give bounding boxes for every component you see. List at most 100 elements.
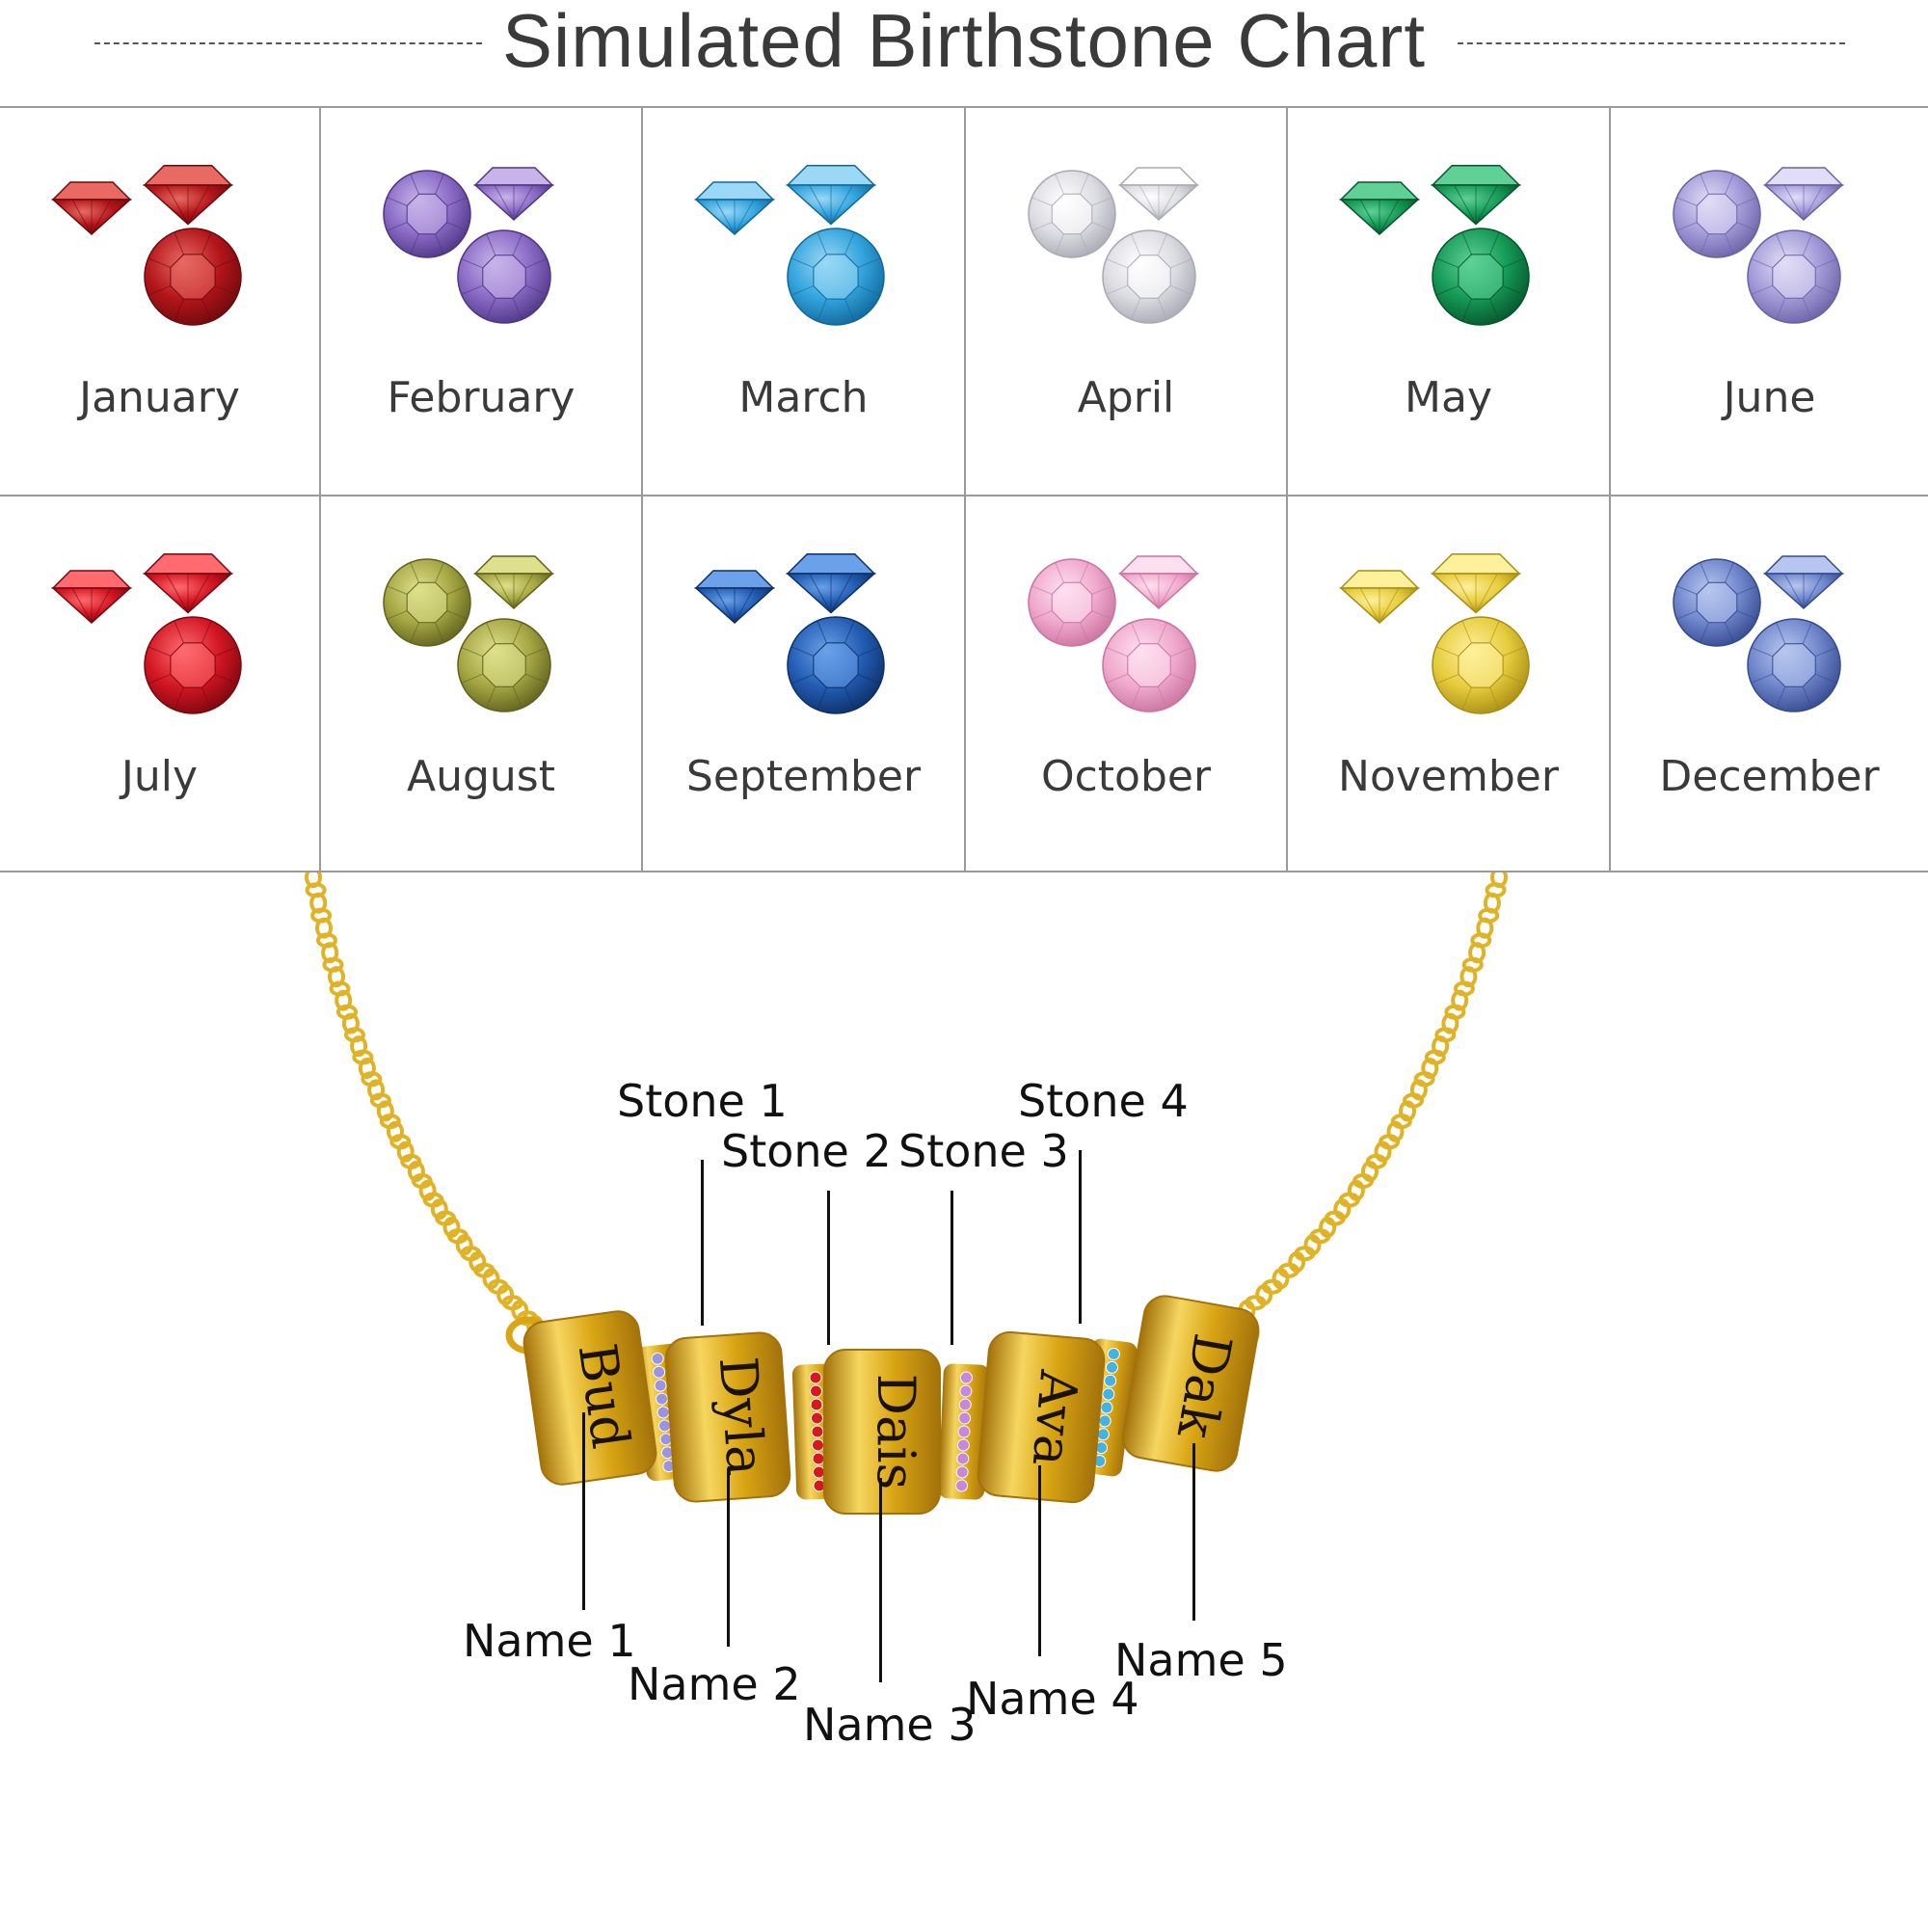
- header-dash-left: [94, 42, 482, 44]
- month-label: June: [1723, 373, 1816, 422]
- gem-1: [1028, 170, 1116, 258]
- birthstones-june: [1673, 167, 1844, 324]
- gem-1: [383, 170, 471, 258]
- month-cell-january: January: [0, 108, 321, 496]
- birthstones-january: [51, 165, 242, 326]
- month-label: April: [1077, 373, 1175, 422]
- chart-title: Simulated Birthstone Chart: [501, 0, 1427, 83]
- gem-3: [144, 616, 242, 714]
- month-cell-december: December: [1611, 496, 1928, 872]
- callout-name-3: Name 3: [803, 1699, 977, 1751]
- gem-1: [1673, 558, 1761, 647]
- gem-2: [143, 553, 233, 614]
- leader-name-1: [582, 1412, 585, 1610]
- month-cell-march: March: [643, 108, 966, 496]
- gem-1: [1673, 170, 1761, 258]
- gem-2: [1763, 555, 1844, 610]
- callout-stone-1: Stone 1: [617, 1075, 788, 1127]
- leader-stone-4: [1079, 1150, 1082, 1324]
- month-label: May: [1405, 373, 1492, 422]
- birthstones-october: [1028, 555, 1199, 712]
- birthstones-september: [694, 553, 885, 714]
- leader-name-4: [1038, 1465, 1041, 1656]
- gem-1: [694, 570, 775, 625]
- callout-stone-2: Stone 2: [721, 1125, 892, 1177]
- month-cell-may: May: [1288, 108, 1611, 496]
- name-charm-2: Dyla: [664, 1331, 791, 1503]
- gem-3: [787, 228, 885, 326]
- birthstones-april: [1028, 167, 1199, 324]
- callout-name-4: Name 4: [966, 1673, 1139, 1725]
- gem-1: [1339, 181, 1420, 236]
- callout-stone-4: Stone 4: [1018, 1075, 1189, 1127]
- charm-engraving: Dais: [866, 1374, 926, 1489]
- name-charm-4: Ava: [977, 1330, 1106, 1504]
- gem-3: [457, 618, 551, 712]
- gem-2: [1118, 167, 1199, 222]
- gem-3: [1432, 616, 1530, 714]
- gem-2: [1431, 165, 1521, 226]
- month-label: August: [407, 752, 555, 801]
- month-label: October: [1040, 752, 1212, 801]
- gem-1: [694, 181, 775, 236]
- birthstones-march: [694, 165, 885, 326]
- chain-right: [1220, 867, 1508, 1336]
- gem-1: [51, 181, 132, 236]
- gem-1: [1028, 558, 1116, 647]
- month-label: July: [120, 752, 199, 801]
- gem-1: [383, 558, 471, 647]
- gem-3: [1102, 229, 1196, 324]
- gem-1: [51, 570, 132, 625]
- birthstones-february: [383, 167, 554, 324]
- callout-name-5: Name 5: [1114, 1634, 1288, 1686]
- chart-header: Simulated Birthstone Chart: [0, 0, 1928, 106]
- charm-engraving: Bud: [567, 1340, 642, 1453]
- month-label: November: [1338, 752, 1559, 801]
- charm-engraving: Ava: [1021, 1367, 1090, 1469]
- gem-3: [1747, 618, 1841, 712]
- callout-name-2: Name 2: [628, 1658, 801, 1710]
- month-cell-august: August: [321, 496, 643, 872]
- name-charm-3: Dais: [823, 1349, 941, 1515]
- gem-2: [1431, 553, 1521, 614]
- callout-stone-3: Stone 3: [898, 1125, 1069, 1177]
- birthstones-august: [383, 555, 554, 712]
- chain-left: [305, 867, 544, 1336]
- leader-stone-3: [951, 1191, 953, 1345]
- month-label: December: [1659, 752, 1880, 801]
- month-label: January: [79, 373, 240, 422]
- gem-1: [1339, 570, 1420, 625]
- birthstones-november: [1339, 553, 1530, 714]
- month-cell-november: November: [1288, 496, 1611, 872]
- month-label: March: [738, 373, 869, 422]
- month-label: February: [387, 373, 576, 422]
- gem-2: [786, 165, 876, 226]
- month-cell-april: April: [966, 108, 1288, 496]
- gem-2: [473, 167, 554, 222]
- gem-2: [1763, 167, 1844, 222]
- callout-name-1: Name 1: [463, 1615, 636, 1667]
- gem-3: [787, 616, 885, 714]
- birthstones-may: [1339, 165, 1530, 326]
- gem-2: [786, 553, 876, 614]
- leader-stone-2: [827, 1191, 830, 1345]
- leader-name-2: [727, 1468, 730, 1647]
- month-cell-september: September: [643, 496, 966, 872]
- month-cell-july: July: [0, 496, 321, 872]
- birthstones-december: [1673, 555, 1844, 712]
- gem-2: [1118, 555, 1199, 610]
- name-charm-1: Bud: [522, 1310, 657, 1486]
- leader-name-5: [1192, 1443, 1195, 1621]
- leader-stone-1: [701, 1160, 704, 1326]
- month-cell-february: February: [321, 108, 643, 496]
- birthstone-spacer-3: [938, 1363, 990, 1500]
- header-dash-right: [1458, 42, 1845, 44]
- gem-3: [1102, 618, 1196, 712]
- gem-3: [1747, 229, 1841, 324]
- birthstones-july: [51, 553, 242, 714]
- month-cell-june: June: [1611, 108, 1928, 496]
- gem-2: [143, 165, 233, 226]
